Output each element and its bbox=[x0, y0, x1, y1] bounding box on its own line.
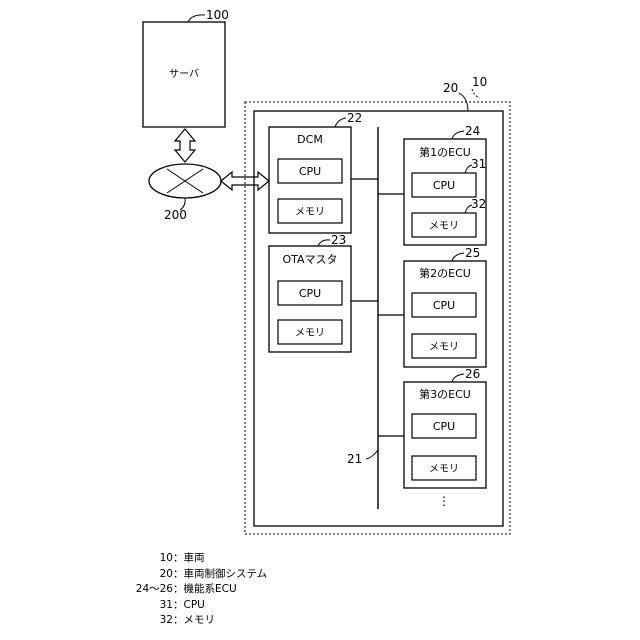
ecu2-cpu-label: CPU bbox=[433, 299, 455, 312]
legend-separator: ： bbox=[173, 552, 184, 564]
ota-cpu-label: CPU bbox=[299, 287, 321, 300]
legend-row: 20：車両制御システム bbox=[118, 567, 267, 583]
ecu2-memory-label: メモリ bbox=[429, 342, 459, 353]
ota-memory-label: メモリ bbox=[295, 328, 325, 339]
ref-leader-21 bbox=[366, 450, 378, 459]
dcm-cpu-label: CPU bbox=[299, 165, 321, 178]
ref-server: 100 bbox=[206, 8, 229, 22]
legend-text: CPU bbox=[184, 599, 205, 611]
ref-memory: 32 bbox=[471, 197, 486, 211]
legend-number: 31 bbox=[118, 598, 173, 614]
ref-leader-25 bbox=[452, 253, 464, 261]
ecu1-label: 第1のECU bbox=[419, 145, 471, 159]
ref-bus: 21 bbox=[347, 452, 362, 466]
ecu1-memory-label: メモリ bbox=[429, 221, 459, 232]
ref-leader-22 bbox=[335, 118, 346, 127]
ref-leader-20 bbox=[459, 93, 468, 111]
ecu3-cpu-label: CPU bbox=[433, 420, 455, 433]
more-ecus-ellipsis: ⋮ bbox=[438, 494, 450, 508]
ecu2-label: 第2のECU bbox=[419, 266, 471, 280]
legend-row: 32：メモリ bbox=[118, 613, 267, 629]
legend-number: 10 bbox=[118, 551, 173, 567]
ref-ecu3: 26 bbox=[465, 367, 480, 381]
dcm-memory-label: メモリ bbox=[295, 207, 325, 218]
ref-network: 200 bbox=[164, 208, 187, 222]
ref-leader-24 bbox=[452, 131, 464, 139]
legend-number: 20 bbox=[118, 567, 173, 583]
legend-separator: ： bbox=[173, 614, 184, 626]
legend-text: 車両制御システム bbox=[184, 568, 268, 580]
ref-vehicle: 10 bbox=[472, 75, 487, 89]
legend-text: メモリ bbox=[184, 614, 216, 626]
legend-text: 機能系ECU bbox=[184, 583, 237, 595]
ref-ota: 23 bbox=[331, 233, 346, 247]
ref-leader-23 bbox=[318, 240, 330, 246]
legend-separator: ： bbox=[173, 583, 184, 595]
reference-legend: 10：車両 20：車両制御システム 24〜26：機能系ECU 31：CPU 32… bbox=[118, 551, 267, 629]
legend-row: 31：CPU bbox=[118, 598, 267, 614]
legend-separator: ： bbox=[173, 568, 184, 580]
ref-ecu1: 24 bbox=[465, 124, 480, 138]
legend-separator: ： bbox=[173, 599, 184, 611]
double-arrow-vertical bbox=[175, 129, 195, 162]
ecu3-memory-label: メモリ bbox=[429, 464, 459, 475]
dcm-label: DCM bbox=[297, 133, 323, 146]
ecu1-cpu-label: CPU bbox=[433, 179, 455, 192]
legend-row: 24〜26：機能系ECU bbox=[118, 582, 267, 598]
ecu3-label: 第3のECU bbox=[419, 387, 471, 401]
ref-leader-10 bbox=[472, 89, 480, 98]
ref-ecu2: 25 bbox=[465, 246, 480, 260]
ota-label: OTAマスタ bbox=[282, 253, 337, 266]
ref-leader-100 bbox=[188, 15, 205, 22]
legend-row: 10：車両 bbox=[118, 551, 267, 567]
ref-cpu: 31 bbox=[471, 157, 486, 171]
legend-text: 車両 bbox=[184, 552, 205, 564]
ref-leader-26 bbox=[452, 374, 464, 382]
ref-dcm: 22 bbox=[347, 111, 362, 125]
legend-number: 24〜26 bbox=[118, 582, 173, 598]
server-label: サーバ bbox=[169, 68, 199, 80]
ref-system: 20 bbox=[443, 81, 458, 95]
legend-number: 32 bbox=[118, 613, 173, 629]
